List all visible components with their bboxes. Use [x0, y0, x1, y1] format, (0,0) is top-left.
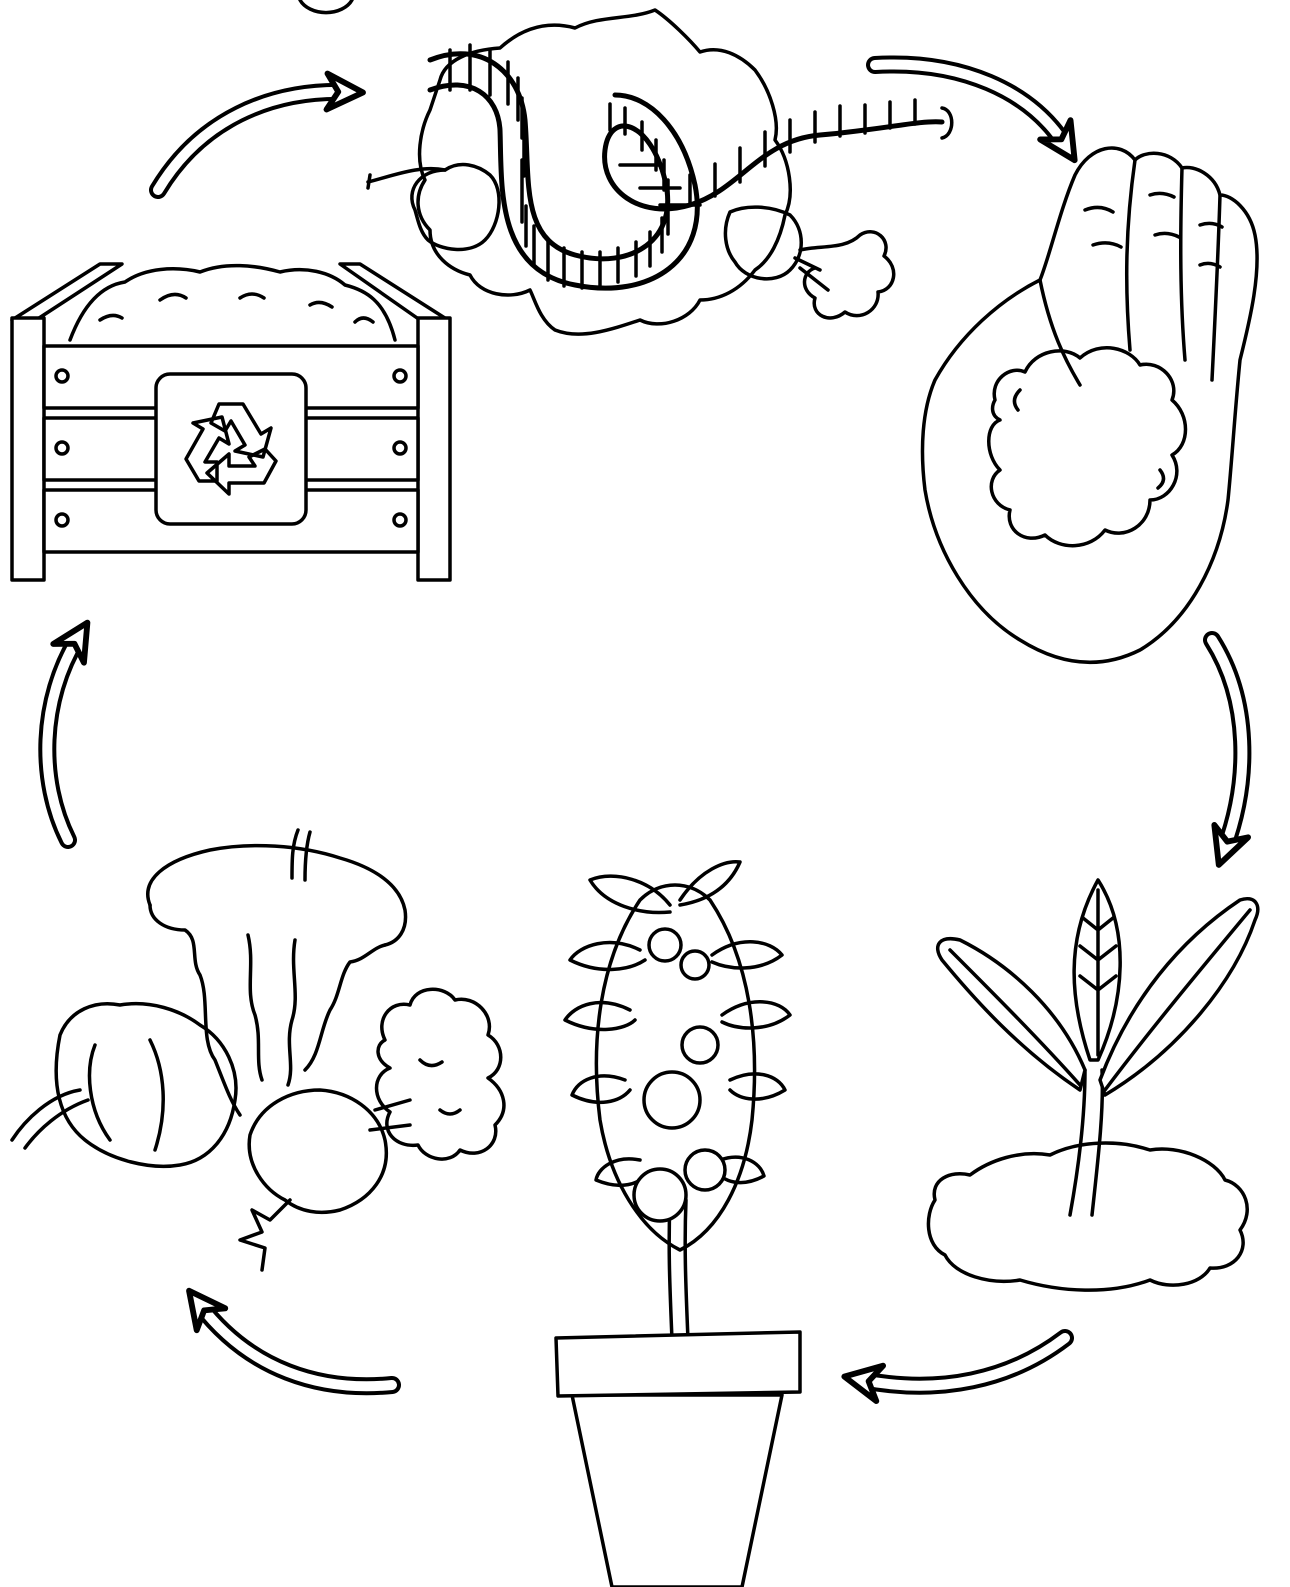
- potted-fruit-tree-icon: [556, 862, 800, 1587]
- compost-bin-icon: [12, 264, 450, 580]
- top-edge-circle: [300, 0, 352, 13]
- earthworm-icon: [368, 10, 952, 334]
- food-scraps-icon: [12, 830, 504, 1270]
- hand-soil-icon: [922, 148, 1257, 662]
- seedling-icon: [928, 880, 1257, 1290]
